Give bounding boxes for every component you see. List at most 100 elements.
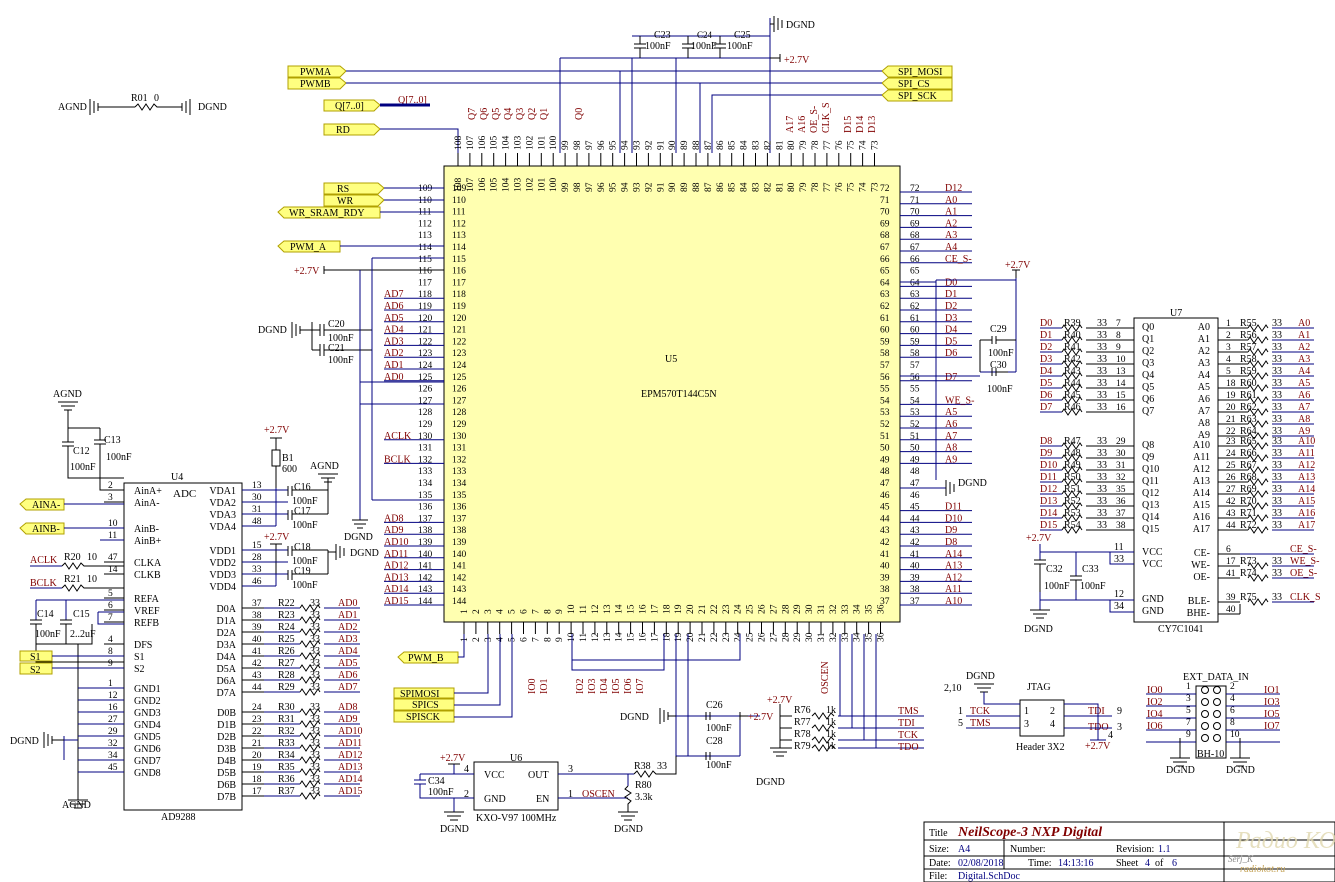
top-signal-q5: Q5	[491, 108, 502, 120]
svg-text:128: 128	[418, 408, 433, 418]
svg-text:33: 33	[1272, 592, 1282, 603]
b1-value: 600	[282, 464, 297, 475]
top-signal-q2: Q2	[527, 108, 538, 120]
svg-text:R73: R73	[1240, 556, 1257, 567]
u4-input-network: AGND C12 100nF C13 100nF AINA- AINB- ACL…	[10, 389, 132, 811]
u5-right-net: D2	[945, 301, 957, 312]
jtag-pullups: +2.7V DGND R76 1k R77 1k R78 1k R79 1k T…	[756, 634, 924, 788]
svg-text:AD2: AD2	[338, 622, 357, 633]
u4-body	[123, 482, 243, 811]
svg-text:S1: S1	[134, 652, 145, 663]
svg-text:83: 83	[752, 140, 762, 150]
svg-text:141: 141	[452, 562, 467, 572]
svg-text:65: 65	[910, 267, 920, 277]
svg-text:77: 77	[823, 140, 833, 150]
svg-text:AD12: AD12	[338, 750, 362, 761]
u5-right-net: A4	[945, 242, 957, 253]
svg-text:27: 27	[108, 715, 118, 725]
c28-ref: C28	[706, 736, 723, 747]
c24-value: 100nF	[691, 41, 717, 52]
svg-text:4: 4	[496, 637, 506, 642]
top-signal-q4: Q4	[503, 108, 514, 120]
svg-text:111: 111	[452, 208, 466, 218]
svg-text:47: 47	[910, 479, 920, 489]
svg-text:109: 109	[452, 184, 467, 194]
svg-text:A6: A6	[1198, 394, 1210, 405]
svg-text:1: 1	[108, 679, 113, 689]
ext-title: EXT_DATA_IN	[1183, 672, 1249, 683]
svg-text:18: 18	[252, 775, 262, 785]
u5-right-net: D10	[945, 513, 962, 524]
svg-text:104: 104	[502, 136, 512, 151]
u6-en: EN	[536, 794, 549, 805]
svg-text:71: 71	[880, 196, 890, 206]
svg-text:A17: A17	[1193, 524, 1210, 535]
c29-ref: C29	[990, 324, 1007, 335]
u5-right-net: D8	[945, 537, 957, 548]
svg-text:24: 24	[734, 604, 744, 614]
size-value: A4	[958, 844, 970, 855]
s2-port: S2	[30, 665, 41, 676]
svg-text:D6B: D6B	[217, 780, 236, 791]
svg-text:5: 5	[108, 589, 113, 599]
svg-text:23: 23	[1226, 437, 1236, 447]
svg-text:13: 13	[603, 604, 613, 614]
r77-ref: R77	[794, 717, 811, 728]
svg-text:87: 87	[704, 140, 714, 150]
svg-text:6: 6	[1230, 706, 1235, 716]
svg-text:105: 105	[490, 178, 500, 193]
svg-text:50: 50	[880, 444, 890, 454]
dgnd-c26: DGND	[620, 712, 649, 723]
svg-text:D1: D1	[1040, 330, 1052, 341]
svg-text:15: 15	[627, 604, 637, 614]
u6-vcc: VCC	[484, 770, 505, 781]
svg-text:33: 33	[1272, 448, 1282, 459]
svg-text:R69: R69	[1240, 484, 1257, 495]
svg-text:135: 135	[452, 491, 467, 501]
svg-text:48: 48	[910, 467, 920, 477]
svg-text:41: 41	[880, 550, 890, 560]
svg-text:66: 66	[910, 255, 920, 265]
svg-text:R39: R39	[1064, 318, 1081, 329]
jtag-pin-4: 4	[1050, 719, 1055, 730]
c13-value: 100nF	[106, 452, 132, 463]
svg-text:121: 121	[418, 326, 433, 336]
svg-text:88: 88	[692, 182, 702, 192]
svg-text:33: 33	[1272, 342, 1282, 353]
svg-text:104: 104	[502, 178, 512, 193]
svg-text:17: 17	[1226, 557, 1236, 567]
svg-text:A1: A1	[1298, 330, 1310, 341]
svg-text:56: 56	[910, 373, 920, 383]
svg-text:26: 26	[758, 632, 768, 642]
bottom-io0: IO0	[527, 678, 538, 694]
pwm-a-port: PWM_A	[290, 242, 327, 253]
ext-part: BH-10	[1197, 749, 1224, 760]
svg-text:41: 41	[910, 550, 920, 560]
svg-text:A16: A16	[1298, 508, 1315, 519]
svg-text:142: 142	[418, 573, 433, 583]
svg-text:75: 75	[847, 182, 857, 192]
svg-text:A8: A8	[1198, 418, 1210, 429]
svg-text:39: 39	[252, 623, 262, 633]
svg-text:AD15: AD15	[338, 786, 362, 797]
svg-text:R28: R28	[278, 670, 295, 681]
svg-text:21: 21	[698, 632, 708, 642]
svg-text:74: 74	[859, 182, 869, 192]
svg-text:64: 64	[910, 278, 920, 288]
svg-text:136: 136	[452, 503, 467, 513]
svg-text:6: 6	[520, 609, 530, 614]
c24-ref: C24	[697, 30, 713, 40]
u7-vcc-2: VCC	[1142, 559, 1163, 570]
svg-text:R45: R45	[1064, 390, 1081, 401]
svg-text:R33: R33	[278, 738, 295, 749]
svg-text:R66: R66	[1240, 448, 1257, 459]
svg-text:33: 33	[1272, 366, 1282, 377]
c32-ref: C32	[1046, 564, 1063, 575]
svg-text:41: 41	[252, 647, 262, 657]
svg-text:17: 17	[650, 632, 660, 642]
u5-left-net: AD10	[384, 537, 408, 548]
bottom-io6: IO6	[623, 678, 634, 694]
u5-right-net: D1	[945, 289, 957, 300]
